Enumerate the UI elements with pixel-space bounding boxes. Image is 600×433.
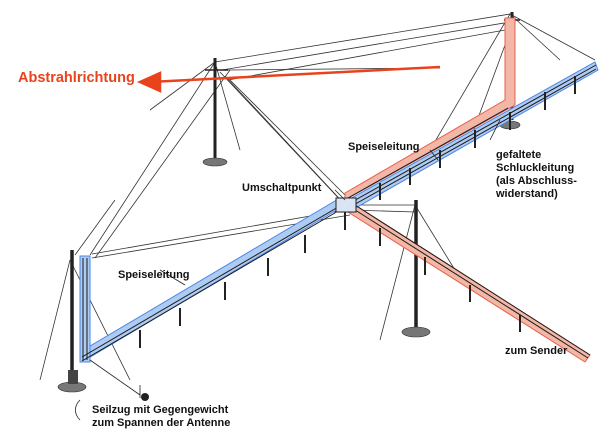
feed-line-top-label: Speiseleitung xyxy=(348,141,420,153)
switch-point-box xyxy=(335,197,357,213)
to-transmitter-label: zum Sender xyxy=(505,345,568,357)
ground-bases xyxy=(57,120,521,393)
terminator-label-line3: (als Abschluss- xyxy=(496,175,577,187)
feed-line-left-label: Speiseleitung xyxy=(118,269,190,281)
counterweight xyxy=(68,359,149,401)
direction-arrow xyxy=(136,65,441,93)
leader-lines xyxy=(75,119,501,421)
counterweight-label-line1: Seilzug mit Gegengewicht xyxy=(92,404,229,416)
terminator-label: gefaltete Schluckleitung (als Abschluss-… xyxy=(496,149,577,201)
direction-label: Abstrahlrichtung xyxy=(18,70,135,86)
support-posts xyxy=(139,76,576,348)
counterweight-label-line2: zum Spannen der Antenne xyxy=(92,417,231,429)
terminator-label-line1: gefaltete xyxy=(496,149,542,161)
terminator-label-line2: Schluckleitung xyxy=(496,162,575,174)
feed-line-wires xyxy=(81,64,597,362)
counterweight-label: Seilzug mit Gegengewicht zum Spannen der… xyxy=(92,404,230,430)
terminator-label-line4: widerstand) xyxy=(496,188,558,200)
switch-point-label: Umschaltpunkt xyxy=(242,182,322,194)
